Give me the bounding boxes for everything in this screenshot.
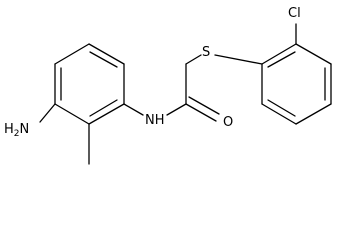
bond [295, 43, 332, 65]
nh-carbonyl-bond [166, 103, 187, 116]
bond [295, 103, 332, 125]
bond [54, 43, 90, 65]
double-bond-inner [267, 99, 296, 117]
aryl-nh-bond [123, 103, 144, 116]
sulfur-aryl-bond [214, 54, 263, 65]
ch2-sulfur-bond [185, 54, 202, 65]
ring-chlorophenyl [261, 43, 332, 125]
ring-aminomethylphenyl [54, 43, 125, 125]
amine-label: H2N [4, 122, 29, 139]
molecule-diagram: H2N NH O S Cl [4, 6, 332, 165]
sulfur-label: S [202, 45, 210, 60]
double-bond-inner [89, 99, 118, 117]
bond [261, 103, 297, 125]
carbonyl-oxygen-label: O [223, 115, 233, 130]
amine-bond [39, 103, 56, 123]
structure-canvas: H2N NH O S Cl [4, 6, 332, 165]
double-bond-inner [89, 51, 118, 68]
carbonyl-bond-2 [188, 96, 220, 115]
carbonyl-bond [185, 103, 217, 122]
bond [261, 43, 297, 65]
double-bond-inner [267, 51, 296, 68]
bond [88, 103, 125, 125]
bond [54, 103, 90, 125]
bond [88, 43, 125, 65]
amide-nitrogen-label: NH [145, 113, 165, 128]
chlorine-label: Cl [288, 6, 301, 21]
